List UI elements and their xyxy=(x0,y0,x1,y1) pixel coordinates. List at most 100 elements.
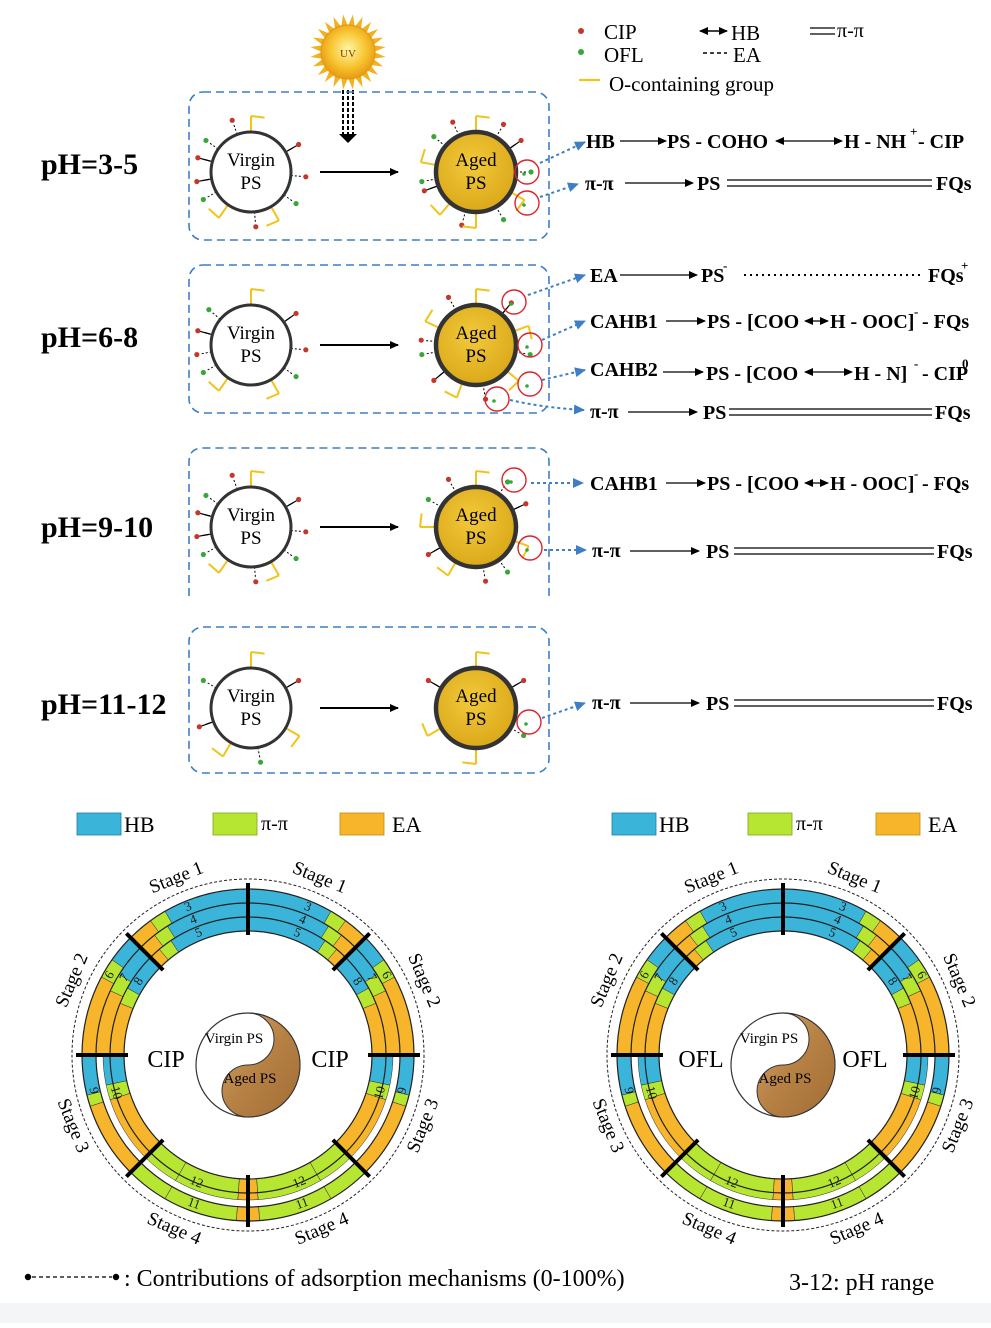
ofl-molecule-dot xyxy=(293,200,299,207)
o-group-branch xyxy=(521,545,530,559)
o-group-branch xyxy=(266,392,280,400)
mech-left: PS xyxy=(706,693,729,715)
cip-molecule-dot xyxy=(421,188,427,194)
ea-link xyxy=(205,191,217,199)
mech-left: PS - [COO xyxy=(706,363,798,385)
double-bond xyxy=(425,185,437,191)
ph-number: 3 xyxy=(182,898,194,914)
stage-label: Stage 3 xyxy=(588,1096,629,1156)
ring-segment xyxy=(102,1054,128,1086)
o-group-branch xyxy=(419,148,426,163)
cip-molecule-dot xyxy=(303,347,309,353)
cip-molecule-dot xyxy=(194,533,200,540)
o-group-branch xyxy=(421,723,429,737)
ofl-molecule-dot xyxy=(200,196,206,203)
ph-number: 5 xyxy=(827,924,839,940)
cip-molecule-dot xyxy=(194,351,200,358)
ph-label: pH=11-12 xyxy=(41,688,166,721)
o-group-stub xyxy=(424,320,441,330)
ea-link xyxy=(290,347,303,351)
double-bond xyxy=(287,499,298,507)
o-group-branch xyxy=(424,309,434,322)
mech-name: π-π xyxy=(592,692,621,714)
stage-divider xyxy=(659,931,700,972)
ofl-molecule-dot xyxy=(257,759,264,765)
ph-number: 12 xyxy=(188,1172,206,1191)
o-group-stub xyxy=(218,377,229,392)
cip-molecule-dot xyxy=(500,121,507,127)
o-group-branch xyxy=(462,225,477,229)
o-group-branch xyxy=(429,204,441,216)
mech-name: EA xyxy=(590,265,618,287)
cip-molecule-dot xyxy=(253,224,259,230)
o-group-branch xyxy=(266,219,280,227)
ph-number: 12 xyxy=(723,1172,741,1191)
o-group-branch xyxy=(290,735,301,748)
ph-number: 5 xyxy=(728,924,740,940)
ea-link xyxy=(257,747,261,760)
mech-right: FQs xyxy=(928,265,964,287)
ofl-molecule-dot xyxy=(419,351,425,358)
double-bond xyxy=(434,371,444,380)
cip-molecule-dot xyxy=(229,472,235,478)
ofl-molecule-dot xyxy=(509,302,513,306)
stage-label: Stage 1 xyxy=(289,857,349,898)
cip-molecule-dot xyxy=(296,677,302,684)
pipi-swatch xyxy=(212,812,258,836)
aged-ps-label: PS xyxy=(465,709,486,730)
stage-label: Stage 2 xyxy=(51,950,92,1010)
o-group-stub xyxy=(218,559,229,574)
mech-tail: - CIP xyxy=(918,131,964,153)
ofl-molecule-dot xyxy=(293,555,299,562)
stage-label: Stage 2 xyxy=(586,950,627,1010)
superscript: - xyxy=(914,466,918,481)
uv-label: UV xyxy=(340,48,356,60)
ofl-molecule-dot xyxy=(509,480,513,484)
ofl-molecule-dot xyxy=(528,169,534,175)
aged-label: Aged xyxy=(455,323,497,344)
virgin-label: Virgin xyxy=(227,150,276,171)
uv-arrows xyxy=(339,90,357,143)
o-group-branch xyxy=(250,651,265,655)
mech-left: PS xyxy=(697,173,720,195)
cip-molecule-dot xyxy=(296,141,302,148)
bottom-legend-pipi-2: π-π xyxy=(796,813,823,835)
o-group-stub xyxy=(270,379,280,394)
ofl-dot-icon xyxy=(578,49,584,55)
hb-swatch xyxy=(76,812,122,836)
o-group-stub xyxy=(513,324,529,333)
aged-ps-particle xyxy=(433,129,519,215)
aged-ps-label: PS xyxy=(465,346,486,367)
cip-molecule-dot xyxy=(194,178,200,185)
o-group-stub xyxy=(455,382,464,398)
contribution-circle xyxy=(71,878,425,1232)
ring-segment xyxy=(637,1054,663,1086)
virgin-ps-label: PS xyxy=(240,346,261,367)
aged-label: Aged xyxy=(455,505,497,526)
legend-cip: CIP xyxy=(604,20,637,44)
pointer-arrow xyxy=(541,320,586,341)
cip-molecule-dot xyxy=(425,677,431,684)
ea-link xyxy=(253,211,257,224)
mech-right: H - NH xyxy=(844,131,907,153)
ea-swatch xyxy=(875,812,921,836)
ph-number: 5 xyxy=(292,924,304,940)
yin-label: Virgin PS xyxy=(205,1031,263,1047)
virgin-ps-label: PS xyxy=(240,709,261,730)
highlight-circle xyxy=(517,535,543,561)
pointer-arrow xyxy=(541,367,586,381)
virgin-label: Virgin xyxy=(227,505,276,526)
mech-right: FQs xyxy=(937,541,973,563)
ofl-molecule-dot xyxy=(425,496,431,503)
ph-number: 12 xyxy=(825,1172,843,1191)
stage-label: Stage 2 xyxy=(403,950,444,1010)
double-bond xyxy=(512,680,523,688)
center-label-left: CIP xyxy=(147,1047,184,1073)
pointer-arrow xyxy=(509,399,585,415)
ofl-molecule-dot xyxy=(525,548,529,552)
cip-molecule-dot xyxy=(418,337,424,343)
aged-ps-particle xyxy=(433,484,519,570)
